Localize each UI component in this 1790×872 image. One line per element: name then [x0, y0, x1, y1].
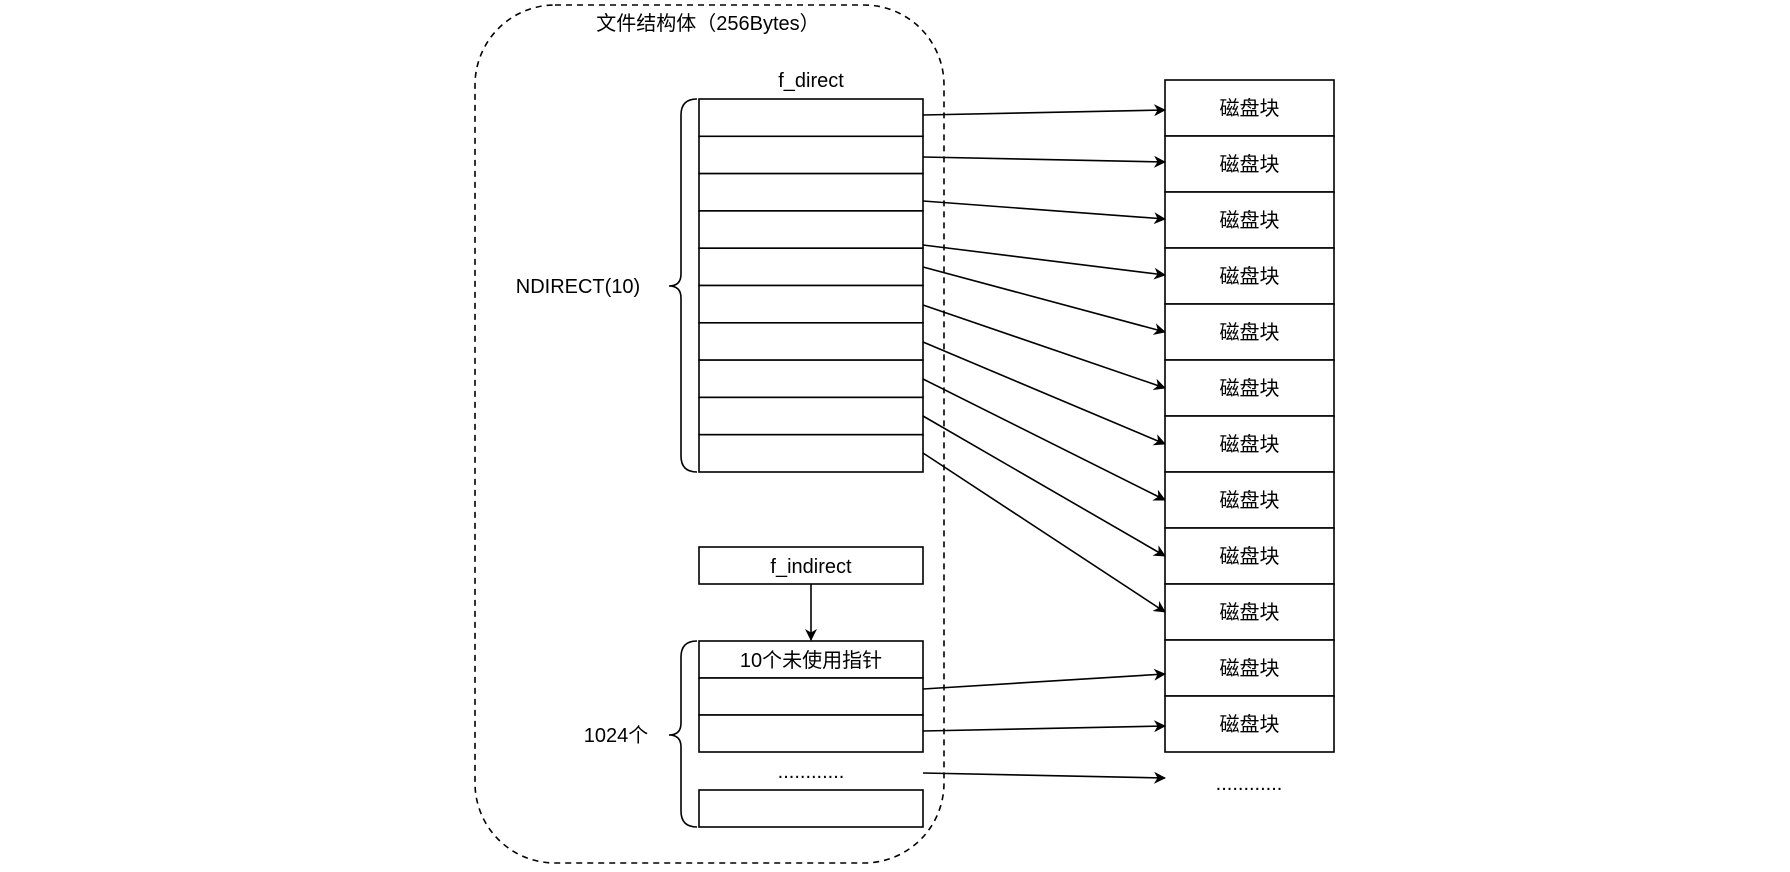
- pointer-arrows: [922, 104, 1166, 784]
- disk-block: [1164, 583, 1335, 641]
- indirect-arrow: [922, 720, 1166, 733]
- disk-block-label: 磁盘块: [1220, 657, 1280, 680]
- disk-block-label: 磁盘块: [1220, 97, 1280, 120]
- disk-block-label: 磁盘块: [1220, 377, 1280, 400]
- disk-block-label: 磁盘块: [1220, 713, 1280, 736]
- disk-block: [1164, 303, 1335, 361]
- direct-pointer-row: [698, 247, 924, 287]
- indirect-brace: [668, 640, 698, 828]
- container-title: 文件结构体（256Bytes）: [596, 12, 819, 35]
- direct-arrow: [922, 378, 1166, 501]
- direct-pointer-row: [698, 135, 924, 175]
- direct-arrow: [922, 200, 1166, 225]
- indirect-arrow: [922, 668, 1166, 690]
- disk-block: [1164, 695, 1335, 753]
- direct-pointer-row: [698, 210, 924, 249]
- direct-pointer-row: [698, 433, 924, 473]
- direct-pointer-row: [698, 284, 924, 324]
- disk-block: [1164, 191, 1335, 249]
- disk-block-label: 磁盘块: [1220, 153, 1280, 176]
- direct-pointer-row: [698, 396, 924, 436]
- direct-arrow: [922, 304, 1166, 391]
- direct-arrow: [922, 155, 1166, 168]
- direct-arrow: [922, 104, 1166, 117]
- disk-block-label: 磁盘块: [1220, 321, 1280, 344]
- direct-pointer-row: [698, 98, 924, 138]
- direct-pointer-row: [698, 172, 924, 212]
- direct-pointer-row: [698, 321, 924, 361]
- direct-arrow: [922, 452, 1166, 613]
- indirect-count-label: 1024个: [584, 724, 649, 747]
- indirect-arrow: [922, 771, 1166, 784]
- direct-arrow: [922, 266, 1166, 335]
- f-indirect-label: f_indirect: [770, 556, 852, 578]
- f-direct-label: f_direct: [778, 70, 844, 92]
- direct-arrow: [922, 341, 1166, 446]
- disk-block: [1164, 639, 1335, 697]
- disk-block-label: 磁盘块: [1220, 209, 1280, 232]
- disk-block-label: 磁盘块: [1220, 545, 1280, 568]
- indirect-row: [698, 714, 924, 753]
- ndirect-label: NDIRECT(10): [516, 276, 640, 298]
- indirect-row-unused: [698, 640, 924, 679]
- indirect-row-last: [698, 789, 924, 828]
- indirect-ellipsis: ............: [778, 761, 845, 783]
- disk-block: [1164, 247, 1335, 305]
- direct-arrow: [922, 244, 1166, 280]
- f-direct-table: [698, 98, 924, 473]
- indirect-row: [698, 677, 924, 716]
- disk-block-label: 磁盘块: [1220, 601, 1280, 624]
- disk-block-label: 磁盘块: [1220, 265, 1280, 288]
- disk-ellipsis: ............: [1216, 773, 1283, 795]
- direct-arrow: [922, 415, 1166, 557]
- unused-pointers-label: 10个未使用指针: [740, 649, 882, 672]
- disk-block-label: 磁盘块: [1220, 433, 1280, 456]
- disk-block: [1164, 527, 1335, 585]
- disk-block-label: 磁盘块: [1220, 489, 1280, 512]
- direct-pointer-row: [698, 359, 924, 399]
- file-struct-container: [474, 4, 945, 864]
- ndirect-brace: [668, 98, 698, 473]
